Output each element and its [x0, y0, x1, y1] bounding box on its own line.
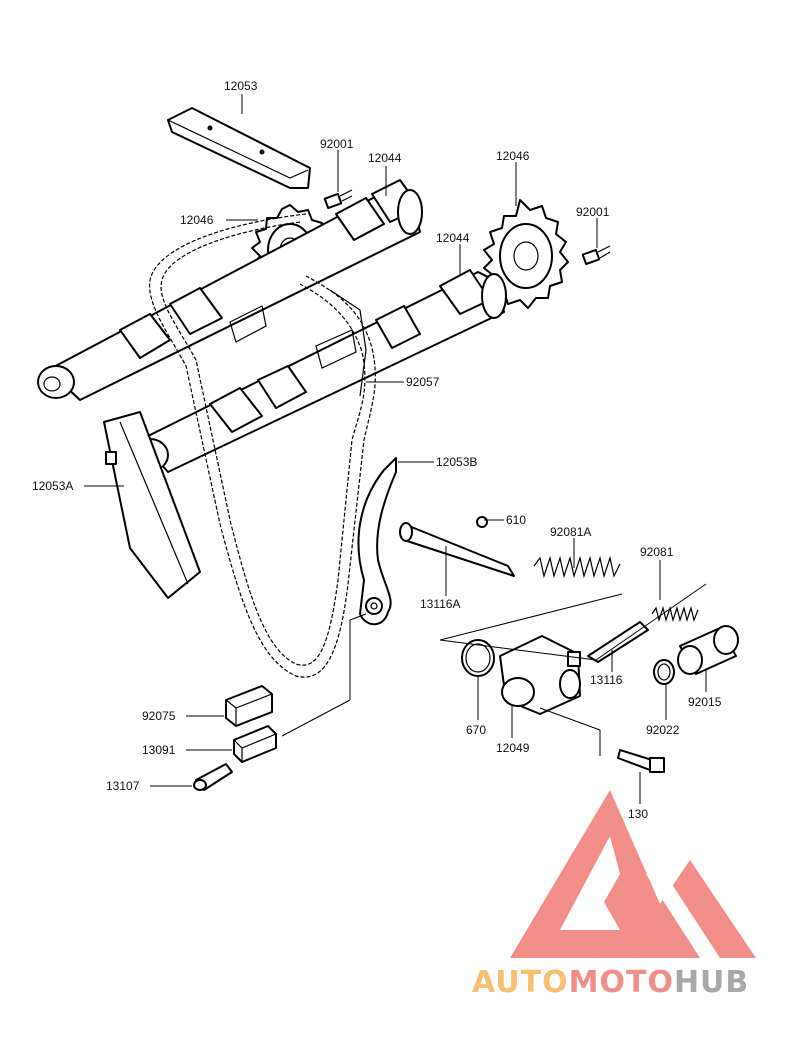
sprocket-12046-right [483, 199, 569, 309]
spring-92081 [651, 605, 699, 623]
label-670: 670 [466, 723, 486, 737]
leader-lines [84, 94, 707, 804]
label-92015: 92015 [688, 695, 722, 709]
label-92075: 92075 [142, 709, 176, 723]
chain-guide-12053A [103, 411, 201, 599]
oring-610 [476, 516, 488, 528]
label-92001-right: 92001 [576, 205, 610, 219]
bolt-92001-upper [323, 189, 353, 210]
svg-text:AUTOMOTOHUB: AUTOMOTOHUB [472, 965, 749, 1000]
watermark-hub: HUB [674, 965, 749, 1000]
label-12046-right: 12046 [496, 149, 530, 163]
label-92057: 92057 [406, 375, 440, 389]
watermark-auto: AUTO [472, 965, 569, 1000]
label-92081: 92081 [640, 545, 674, 559]
label-130: 130 [628, 807, 648, 821]
label-12046-left: 12046 [180, 213, 214, 227]
label-13116: 13116 [590, 673, 623, 687]
cam-chain-92057 [149, 213, 376, 678]
holder-13091 [233, 725, 277, 763]
ring-92022 [653, 659, 675, 685]
oring-670 [461, 639, 495, 677]
tensioner-guide-12053B [357, 457, 397, 626]
label-12049: 12049 [496, 741, 530, 755]
label-12053A: 12053A [32, 479, 73, 493]
label-92001-upper: 92001 [320, 137, 354, 151]
label-92081A: 92081A [550, 525, 591, 539]
pin-13107 [193, 763, 233, 791]
label-13091: 13091 [142, 743, 176, 757]
label-12044-upper: 12044 [368, 151, 402, 165]
label-610: 610 [506, 513, 526, 527]
part-labels: 12053 92001 12044 12046 12046 92001 1204… [32, 79, 722, 821]
watermark-logo: AUTOMOTOHUB [472, 790, 756, 1000]
label-13107: 13107 [106, 779, 140, 793]
bolt-92001-right [581, 245, 611, 266]
label-12044-lower: 12044 [436, 231, 470, 245]
label-13116A: 13116A [420, 597, 460, 611]
watermark-moto: MOTO [569, 965, 674, 1000]
label-12053: 12053 [224, 79, 258, 93]
pushrod-13116 [587, 621, 649, 663]
rubber-block-92075 [225, 685, 273, 727]
bolt-130 [617, 749, 665, 773]
pushrod-13116A [399, 522, 515, 577]
cap-92015 [677, 625, 739, 675]
watermark-triangle-inner-icon [560, 836, 620, 930]
camshaft-12044-upper [37, 179, 423, 401]
spring-92081A [533, 555, 621, 579]
tensioner-body-12049 [499, 635, 581, 715]
chain-guide-top-part [167, 107, 311, 189]
label-12053B: 12053B [436, 455, 477, 469]
label-92022: 92022 [646, 723, 680, 737]
